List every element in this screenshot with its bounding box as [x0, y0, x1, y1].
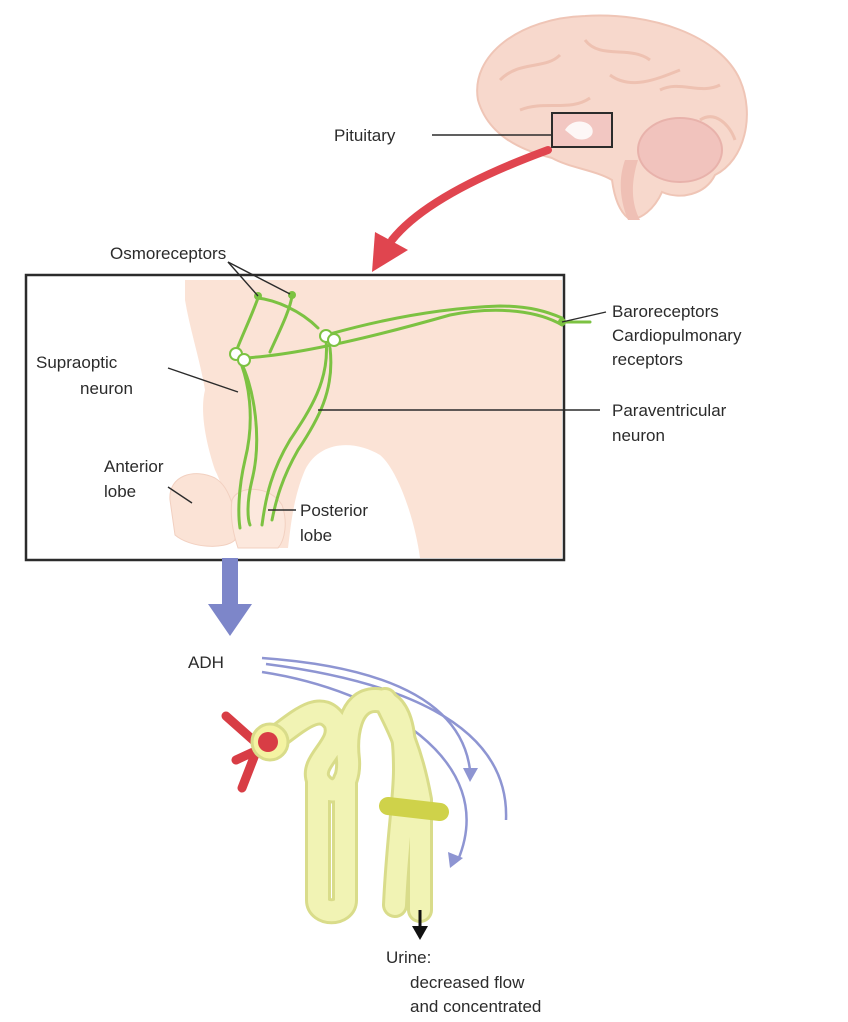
posterior-lobe-label-line2: lobe	[300, 526, 332, 545]
nephron-illustration	[226, 700, 440, 940]
baroreceptors-label-line3: receptors	[612, 350, 683, 369]
cerebellum	[638, 118, 722, 182]
anterior-lobe-label-line2: lobe	[104, 482, 136, 501]
brain-illustration: Pituitary	[334, 16, 747, 220]
supraoptic-label-line2: neuron	[80, 379, 133, 398]
urine-label-line3: and concentrated	[410, 997, 541, 1016]
zoom-arrow	[372, 150, 548, 272]
pituitary-label: Pituitary	[334, 126, 396, 145]
adh-label: ADH	[188, 653, 224, 672]
adh-release-arrow	[208, 558, 252, 636]
baroreceptors-label-line1: Baroreceptors	[612, 302, 719, 321]
anterior-lobe-label-line1: Anterior	[104, 457, 164, 476]
baroreceptors-label-line2: Cardiopulmonary	[612, 326, 742, 345]
supraoptic-label-line1: Supraoptic	[36, 353, 118, 372]
paraventricular-label-line2: neuron	[612, 426, 665, 445]
urine-label-line1: Urine:	[386, 948, 431, 967]
paraventricular-label-line1: Paraventricular	[612, 401, 727, 420]
urine-label-line2: decreased flow	[410, 973, 525, 992]
posterior-lobe-label-line1: Posterior	[300, 501, 368, 520]
osmoreceptors-label: Osmoreceptors	[110, 244, 226, 263]
